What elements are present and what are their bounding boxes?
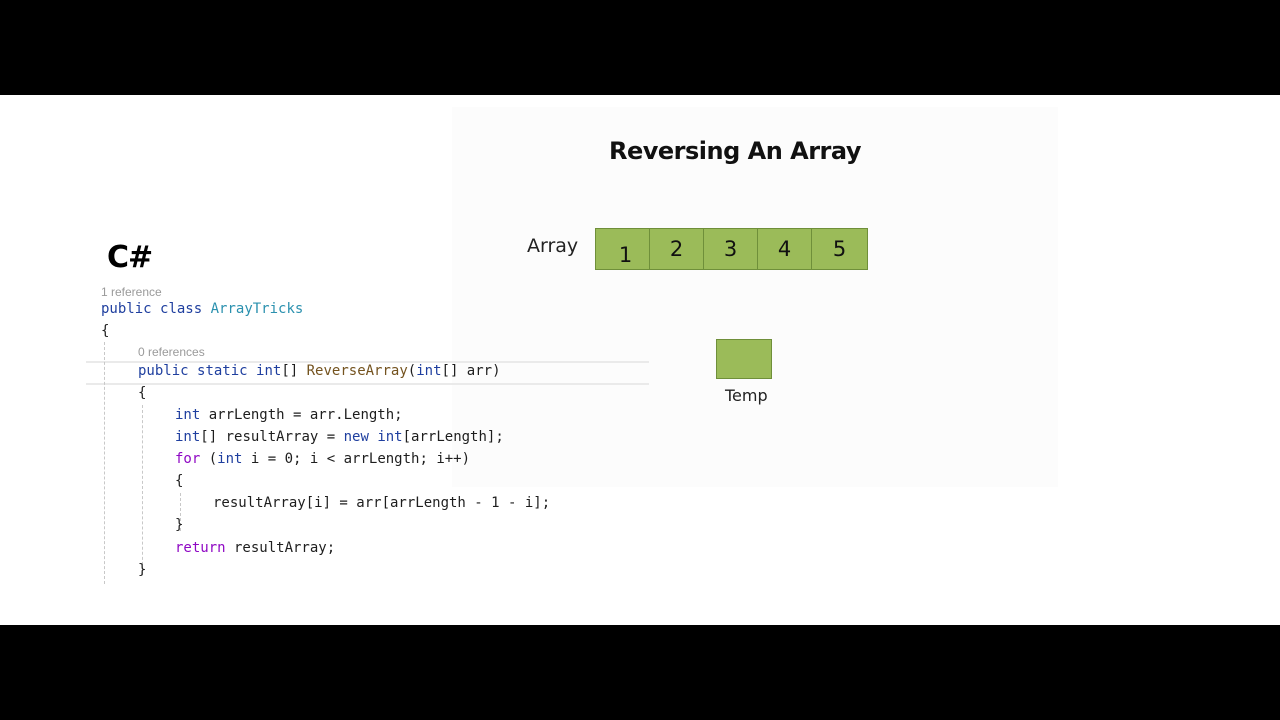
current-line-highlight [86, 361, 649, 385]
code-line: int[] resultArray = new int[arrLength]; [175, 429, 504, 445]
code-line: } [138, 562, 147, 578]
diagram-title: Reversing An Array [608, 137, 862, 165]
array-cell-3: 4 [758, 229, 812, 269]
code-line: { [175, 473, 184, 489]
array-boxes: 1 2 3 4 5 [595, 228, 868, 270]
code-line: { [101, 323, 110, 339]
slide: Reversing An Array Array 1 2 3 4 5 Temp … [0, 95, 1280, 625]
diagram-panel [452, 107, 1058, 487]
codelens-class[interactable]: 1 reference [101, 285, 162, 299]
code-line: { [138, 385, 147, 401]
array-cell-1: 2 [650, 229, 704, 269]
code-line: for (int i = 0; i < arrLength; i++) [175, 451, 471, 467]
indent-guide [104, 342, 105, 584]
temp-label: Temp [725, 386, 768, 405]
language-label: C# [107, 240, 153, 275]
array-cell-0: 1 [596, 229, 650, 269]
indent-guide [142, 405, 143, 575]
codelens-method[interactable]: 0 references [138, 345, 205, 359]
code-line: } [175, 517, 184, 533]
code-line: resultArray[i] = arr[arrLength - 1 - i]; [213, 495, 551, 511]
code-line-method: public static int[] ReverseArray(int[] a… [138, 363, 501, 379]
code-line: return resultArray; [175, 540, 336, 556]
indent-guide [180, 493, 181, 531]
array-cell-4: 5 [832, 237, 847, 261]
array-cell-2: 3 [704, 229, 758, 269]
code-line-class: public class ArrayTricks [101, 301, 304, 317]
code-line: int arrLength = arr.Length; [175, 407, 403, 423]
array-label: Array [527, 235, 579, 257]
temp-box [716, 339, 772, 379]
